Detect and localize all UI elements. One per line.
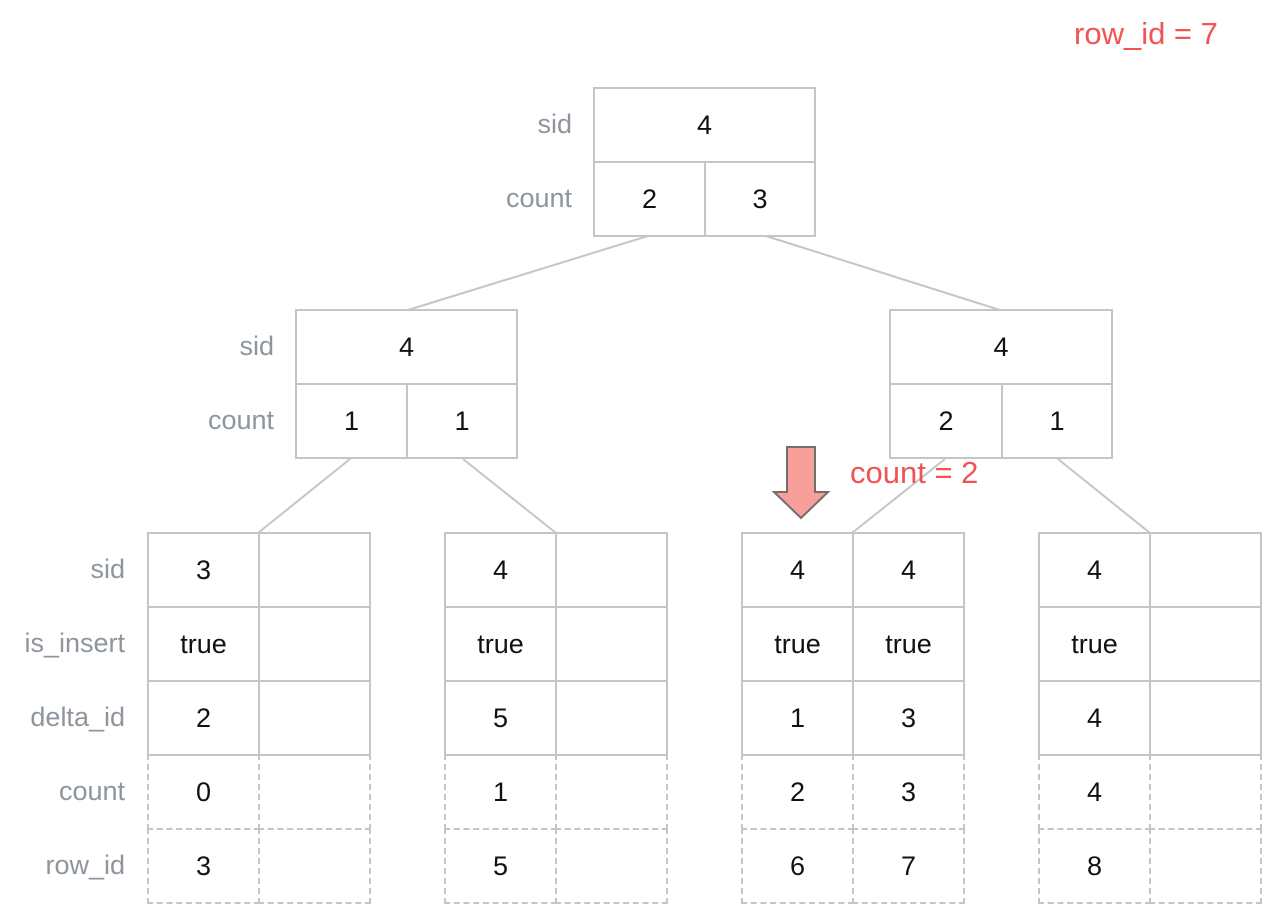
root-sid-cell: 4 [593, 87, 816, 163]
edge-internal0-leaf1 [462, 458, 557, 534]
leaf-2-col-1-is-insert: true [852, 606, 965, 682]
leaf-3-col-0-row-id: 8 [1038, 828, 1151, 904]
leaf-3-col-1-count [1149, 754, 1262, 830]
leaf-3-col-0-delta-id: 4 [1038, 680, 1151, 756]
leaf-1-col-0-sid: 4 [444, 532, 557, 608]
leaf-1-col-1-sid [555, 532, 668, 608]
leaf-3-col-1-sid [1149, 532, 1262, 608]
leaf-label-sid: sid [90, 554, 125, 584]
leaf-0-col-1-row-id [258, 828, 371, 904]
leaf-0-col-0-count: 0 [147, 754, 260, 830]
edge-internal1-leaf3 [1057, 458, 1151, 534]
leaf-0-col-1-delta-id [258, 680, 371, 756]
leaf-3-col-1-row-id [1149, 828, 1262, 904]
internal-right-count-cell-1: 1 [1001, 383, 1113, 459]
leaf-1-col-1-row-id [555, 828, 668, 904]
leaf-3-col-0-is-insert: true [1038, 606, 1151, 682]
leaf-label-is-insert: is_insert [24, 628, 125, 658]
leaf-0-col-0-delta-id: 2 [147, 680, 260, 756]
internal-right-count-cell-0: 2 [889, 383, 1003, 459]
row-id-annotation: row_id = 7 [1074, 16, 1218, 51]
internal-left-sid-cell: 4 [295, 309, 518, 385]
leaf-1-col-0-count: 1 [444, 754, 557, 830]
internal-left-count-label: count [207, 405, 274, 435]
leaf-0-col-0-is-insert: true [147, 606, 260, 682]
leaf-1-col-1-count [555, 754, 668, 830]
root-count-cell-1: 3 [704, 161, 816, 237]
leaf-1-col-0-delta-id: 5 [444, 680, 557, 756]
leaf-2-col-1-row-id: 7 [852, 828, 965, 904]
internal-left-count-cell-1: 1 [406, 383, 518, 459]
edge-root-right [765, 235, 1001, 311]
leaf-3-col-0-count: 4 [1038, 754, 1151, 830]
leaf-label-delta-id: delta_id [30, 702, 125, 732]
leaf-0-col-0-row-id: 3 [147, 828, 260, 904]
leaf-3-col-0-sid: 4 [1038, 532, 1151, 608]
leaf-0-col-1-sid [258, 532, 371, 608]
internal-right-sid-cell: 4 [889, 309, 1113, 385]
leaf-2-col-0-delta-id: 1 [741, 680, 854, 756]
edge-internal0-leaf0 [257, 458, 351, 534]
leaf-0-col-1-count [258, 754, 371, 830]
leaf-2-col-0-count: 2 [741, 754, 854, 830]
leaf-2-col-0-is-insert: true [741, 606, 854, 682]
leaf-2-col-0-row-id: 6 [741, 828, 854, 904]
count-annotation: count = 2 [850, 455, 979, 490]
leaf-label-row-id: row_id [45, 850, 125, 880]
leaf-label-count: count [58, 776, 125, 806]
leaf-2-col-0-sid: 4 [741, 532, 854, 608]
root-count-cell-0: 2 [593, 161, 706, 237]
leaf-3-col-1-is-insert [1149, 606, 1262, 682]
down-arrow-icon [771, 446, 831, 520]
leaf-1-col-1-is-insert [555, 606, 668, 682]
leaf-1-col-1-delta-id [555, 680, 668, 756]
root-sid-label: sid [537, 109, 572, 139]
root-count-label: count [505, 183, 572, 213]
edge-internal1-leaf2 [851, 458, 946, 534]
leaf-1-col-0-row-id: 5 [444, 828, 557, 904]
internal-left-sid-label: sid [239, 331, 274, 361]
leaf-2-col-1-sid: 4 [852, 532, 965, 608]
leaf-3-col-1-delta-id [1149, 680, 1262, 756]
leaf-2-col-1-delta-id: 3 [852, 680, 965, 756]
leaf-0-col-0-sid: 3 [147, 532, 260, 608]
leaf-1-col-0-is-insert: true [444, 606, 557, 682]
edge-root-left [407, 235, 649, 311]
internal-left-count-cell-0: 1 [295, 383, 408, 459]
leaf-2-col-1-count: 3 [852, 754, 965, 830]
leaf-0-col-1-is-insert [258, 606, 371, 682]
